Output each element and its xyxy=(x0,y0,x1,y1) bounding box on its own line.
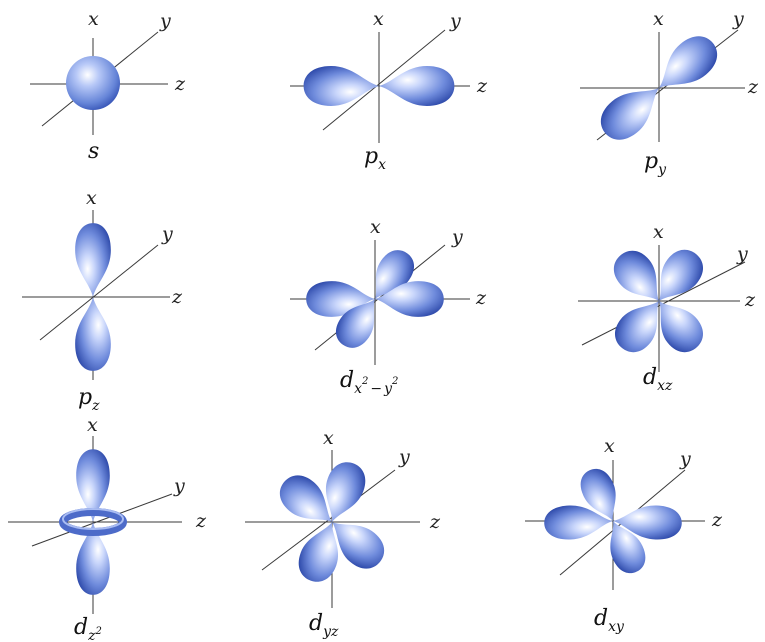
orbital-dxy: x y z dxy xyxy=(525,435,723,635)
axis-label-y: y xyxy=(161,223,173,245)
orbital-label-dxz: dxz xyxy=(643,365,673,394)
axis-label-z: z xyxy=(195,510,207,532)
axis-label-x: x xyxy=(653,8,664,30)
axis-label-y: y xyxy=(159,10,171,32)
axis-label-z: z xyxy=(711,509,723,531)
axis-label-x: x xyxy=(86,187,97,209)
axis-label-z: z xyxy=(475,287,487,309)
axis-label-x: x xyxy=(604,435,615,457)
axis-label-y: y xyxy=(173,475,185,497)
pz-lobe-up xyxy=(75,223,111,297)
orbital-label-dz2: dz2 xyxy=(74,615,102,642)
axis-label-y: y xyxy=(451,226,463,248)
py-lobe-front xyxy=(592,72,672,149)
px-lobe-right xyxy=(379,66,455,106)
orbital-py: x y z py xyxy=(580,8,759,178)
axis-label-z: z xyxy=(476,75,488,97)
axis-label-z: z xyxy=(747,76,759,98)
orbital-px: x y z px xyxy=(290,8,488,173)
dz2-torus xyxy=(59,508,127,536)
axis-label-y: y xyxy=(732,8,744,30)
pz-lobe-down xyxy=(75,297,111,371)
axis-label-x: x xyxy=(370,216,381,238)
orbital-dxz: x y z dxz xyxy=(578,221,756,394)
orbital-label-s: s xyxy=(88,139,99,164)
axis-label-x: x xyxy=(87,414,98,436)
orbital-label-dx2y2: dx2−y2 xyxy=(340,368,398,397)
orbital-dyz: x y z dyz xyxy=(245,427,441,640)
axis-label-z: z xyxy=(744,289,756,311)
orbital-label-pz: pz xyxy=(78,385,100,414)
axis-label-x: x xyxy=(373,8,384,30)
s-sphere xyxy=(66,56,120,110)
orbital-label-dyz: dyz xyxy=(309,611,339,640)
axis-label-y: y xyxy=(679,448,691,470)
axis-label-y: y xyxy=(449,10,461,32)
axis-label-x: x xyxy=(88,8,99,30)
dz2-torus-highlight xyxy=(62,508,124,530)
orbital-dz2: x y z dz2 xyxy=(8,414,207,642)
axis-label-z: z xyxy=(429,511,441,533)
axis-y-line xyxy=(39,244,159,341)
axis-label-x: x xyxy=(653,221,664,243)
orbital-s: x y z s xyxy=(30,8,186,164)
orbital-label-py: py xyxy=(644,149,667,178)
orbital-dx2-y2: x y z dx2−y2 xyxy=(290,216,487,397)
axis-label-x: x xyxy=(323,427,334,449)
axis-label-z: z xyxy=(171,286,183,308)
axis-y-line xyxy=(31,493,173,547)
px-lobe-left xyxy=(303,66,379,106)
orbital-label-dxy: dxy xyxy=(594,606,625,635)
orbital-pz: x y z pz xyxy=(22,187,183,414)
axis-label-z: z xyxy=(174,73,186,95)
axis-label-y: y xyxy=(736,243,748,265)
axis-y-line xyxy=(322,29,446,131)
axis-label-y: y xyxy=(398,446,410,468)
orbital-label-px: px xyxy=(364,144,386,173)
